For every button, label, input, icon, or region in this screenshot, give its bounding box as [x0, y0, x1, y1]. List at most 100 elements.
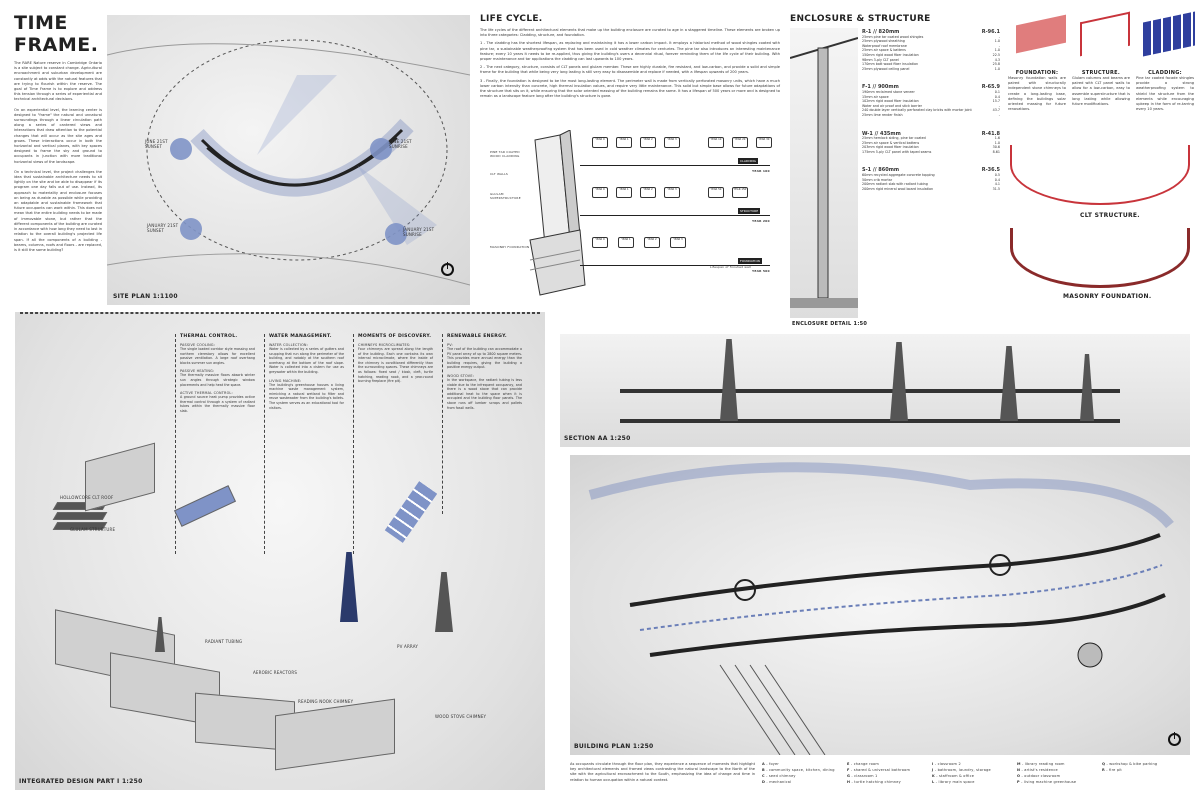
sun-marker — [385, 223, 407, 245]
life-cycle-timeline: PINE TAR COATED WOOD CLADDING CLT WALLS … — [480, 130, 780, 310]
callout-label: HOLLOWCORE CLT ROOF — [60, 495, 114, 500]
north-arrow-icon — [441, 262, 454, 276]
north-arrow-icon — [1168, 732, 1181, 746]
plan-drawing — [588, 462, 1174, 755]
topic-subheading: WOOD STOVE: — [447, 373, 475, 378]
legend-item: B - community space, kitchen, dining — [762, 768, 835, 772]
year-marker: YEAR 10 — [708, 137, 724, 148]
legend-item: E - change room — [847, 762, 879, 766]
assembly-r-value: R-36.5 — [981, 167, 1000, 174]
masonry-caption: MASONRY FOUNDATION. — [1063, 293, 1152, 300]
timeline-end: YEAR 500 — [752, 269, 770, 273]
enclosure-detail-drawing — [790, 28, 858, 318]
section-chimney — [1000, 346, 1018, 421]
topic-text: The building's greenhouse houses a livin… — [269, 382, 344, 410]
year-marker: YEAR 2 — [644, 237, 660, 248]
topic-subheading: LIVING MACHINE: — [269, 378, 302, 383]
topic-subheading: WATER COLLECTION: — [269, 343, 309, 347]
year-marker: YEAR 3 — [670, 237, 686, 248]
year-marker: YEAR 50 — [708, 187, 724, 198]
sun-label-date: JANUARY 21ST — [403, 227, 435, 232]
component-title: STRUCTURE. — [1081, 70, 1121, 76]
topic-text: The thermally massive floors absorb wint… — [180, 373, 255, 387]
year-marker: YEAR 0 — [592, 137, 608, 148]
component-description: FOUNDATION:Masonry foundation walls are … — [1008, 70, 1066, 112]
legend-item: F - shared & universal bathroom — [847, 768, 911, 772]
topic-text: In the workspace, the radiant tubing is … — [447, 377, 522, 410]
integrated-design: THERMAL CONTROL.PASSIVE COOLING:The sing… — [15, 312, 545, 790]
component-description: CLADDING:Pine tar coated facade shingles… — [1136, 70, 1194, 112]
integrated-caption: INTEGRATED DESIGN PART I 1:250 — [19, 778, 143, 785]
callout-label: WOOD STOVE CHIMNEY — [435, 714, 487, 719]
assembly-name: R-1 // 820mm — [862, 29, 900, 35]
page-title: TIME FRAME. — [14, 12, 99, 56]
year-marker: YEAR 30 — [756, 137, 772, 148]
year-marker: YEAR 3 — [664, 137, 680, 148]
topic-text: The single loaded corridor style massing… — [180, 347, 255, 365]
assembly-layer: Water and air proof and stick barrier- — [862, 103, 1000, 108]
timeline-line — [580, 265, 770, 266]
topic-text: A ground source heat pump provides activ… — [180, 395, 255, 413]
legend-item: M - library reading room — [1017, 762, 1065, 766]
sun-marker — [370, 138, 392, 160]
topic-subheading: CHIMNEYS MICROCLIMATES: — [358, 343, 411, 347]
assembly-r-value: R-65.9 — [981, 84, 1000, 91]
callout-label: GLULAM STRUCTURE — [70, 527, 116, 532]
assembly-name: S-1 // 860mm — [862, 167, 900, 174]
legend-item: L - library main space — [932, 780, 975, 784]
masonry-foundation-plan — [1010, 228, 1190, 288]
sun-label-event: SUNSET — [145, 144, 163, 149]
assembly-name: F-1 // 900mm — [862, 84, 899, 91]
life-cycle-paragraph: 3 - Finally, the foundation is designed … — [480, 78, 780, 99]
year-marker: YEAR 150 — [732, 187, 748, 198]
component-title: FOUNDATION: — [1015, 70, 1059, 76]
topic-text: Water is collected by a series of gutter… — [269, 347, 344, 374]
topic-title: WATER MANAGEMENT. — [269, 334, 332, 339]
section-aa: SECTION AA 1:250 — [560, 334, 1190, 447]
plan-description: As occupants circulate through the floor… — [570, 762, 755, 782]
topic-subheading: PASSIVE HEATING: — [180, 369, 215, 374]
timeline-tag: CLADDING — [738, 158, 758, 164]
year-marker: YEAR 2 — [640, 187, 656, 198]
timeline-tag: FOUNDATION — [738, 258, 762, 264]
assembly-r-value: R-96.1 — [981, 29, 1000, 35]
timeline-tag: STRUCTURE — [738, 208, 761, 214]
topic-title: THERMAL CONTROL. — [180, 334, 238, 339]
foundation-diagram — [1016, 14, 1066, 54]
life-cycle-paragraph: 1 - The cladding has the shortest lifesp… — [480, 41, 780, 62]
floor-line — [620, 419, 1120, 423]
life-cycle-heading: LIFE CYCLE. — [480, 14, 543, 24]
topic-subheading: PV: — [447, 343, 453, 347]
building-plan: BUILDING PLAN 1:250 — [570, 455, 1190, 755]
legend-item: K - staffroom & office — [932, 774, 975, 778]
component-description: STRUCTURE.Glulam columns and beams are p… — [1072, 70, 1130, 107]
wood-stove-chimney — [435, 572, 453, 632]
life-cycle-paragraph: The life cycles of the different archite… — [480, 28, 780, 38]
legend-item: J - bathroom, laundry, storage — [932, 768, 991, 772]
assembly-layer: 60mm recycled aggregate concrete topping… — [862, 173, 1000, 178]
assembly-name: W-1 // 435mm — [862, 130, 901, 137]
legend-item: P - living machine greenhouse — [1017, 780, 1077, 784]
structure-diagram — [1080, 11, 1130, 57]
sun-label-event: SUNRISE — [389, 144, 408, 149]
topic-text: The roof of the building can accommodate… — [447, 347, 522, 370]
site-plan-caption: SITE PLAN 1:1100 — [113, 293, 178, 300]
legend-item: I - classroom 2 — [932, 762, 961, 766]
sun-marker — [180, 218, 202, 240]
design-topic: THERMAL CONTROL.PASSIVE COOLING:The sing… — [175, 334, 255, 554]
assembly-layer: 240 double layer vertically perforated c… — [862, 108, 1000, 113]
legend-item: C - seed chimney — [762, 774, 796, 778]
cladding-diagram — [1143, 11, 1195, 57]
thermal-model — [85, 442, 155, 512]
section-caption: SECTION AA 1:250 — [564, 435, 631, 442]
